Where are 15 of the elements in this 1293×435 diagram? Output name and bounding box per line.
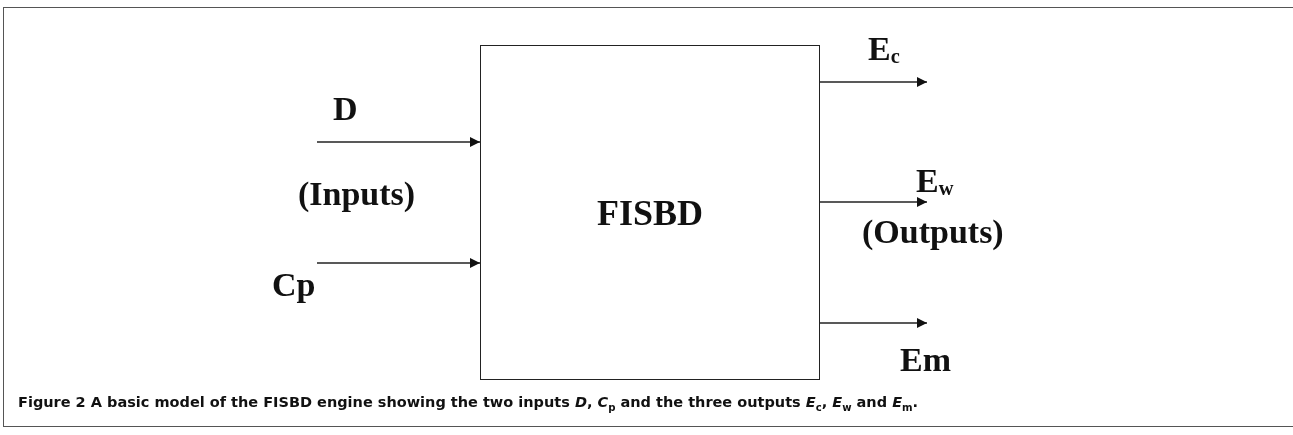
arrow xyxy=(819,317,928,329)
process-box xyxy=(480,45,820,380)
group-label: (Outputs) xyxy=(862,215,1004,249)
arrow xyxy=(819,76,928,88)
signal-label: D xyxy=(333,92,358,126)
signal-label: Cp xyxy=(272,268,316,302)
box-label: FISBD xyxy=(597,194,703,231)
signal-label: E$_{c}$ xyxy=(868,32,900,66)
arrow xyxy=(316,136,481,148)
arrow xyxy=(819,196,928,208)
signal-label: E$_{w}$ xyxy=(916,164,954,198)
arrow xyxy=(316,257,481,269)
signal-label: Em xyxy=(900,343,951,377)
figure-caption: Figure 2 A basic model of the FISBD engine showing the two inputs D, C$_{p}$ and the three outputs E$_{c}$, E$_{w}$ and E$_{m}$. xyxy=(18,394,919,413)
group-label: (Inputs) xyxy=(298,177,416,211)
